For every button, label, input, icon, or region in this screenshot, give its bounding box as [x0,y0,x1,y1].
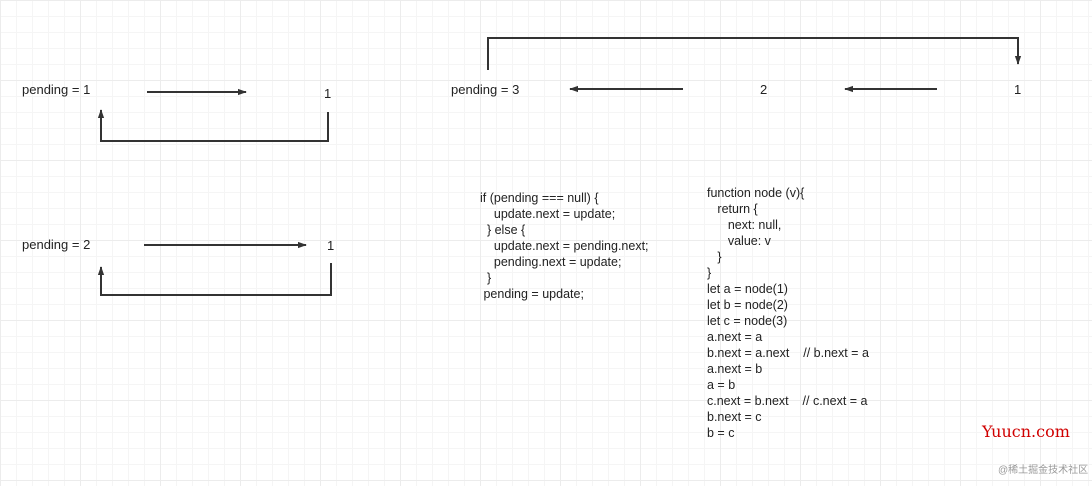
code-line: update.next = pending.next; [480,239,649,253]
code-line: function node (v){ [707,186,805,200]
code-line: value: v [707,234,771,248]
code-line: } [707,266,712,280]
code-line: pending = update; [480,287,584,301]
code-line: } else { [480,223,526,237]
pending-1-label: pending = 1 [22,82,91,97]
watermark-site: Yuucn.com [982,422,1070,441]
pending-2-label: pending = 2 [22,237,91,252]
code-line: c.next = b.next // c.next = a [707,394,868,408]
code-line: let c = node(3) [707,314,788,328]
code-line: b.next = c [707,410,762,424]
code-line: let a = node(1) [707,282,788,296]
top-loop-arrow [487,37,1022,70]
code-line: next: null, [707,218,782,232]
watermark-source: @稀土掘金技术社区 [998,465,1089,476]
code-line: a.next = b [707,362,763,376]
code-line: let b = node(2) [707,298,788,312]
node-1-label-2: 1 [327,238,335,253]
code-line: b.next = a.next // b.next = a [707,346,869,360]
code-line: a.next = a [707,330,763,344]
loop-arrow-2 [97,263,332,296]
pending-3-label: pending = 3 [451,82,520,97]
code-line: } [707,250,722,264]
loop-arrow-1 [97,109,329,142]
node-1-label: 1 [324,86,332,101]
node-1-label-3: 1 [1014,82,1022,97]
code-line: b = c [707,426,735,440]
code-line: pending.next = update; [480,255,622,269]
code-line: a = b [707,378,736,392]
code-line: } [480,271,492,285]
node-2-label: 2 [760,82,768,97]
code-block-node: function node (v){ return { next: null, … [707,185,869,441]
code-line: update.next = update; [480,207,616,221]
code-block-update: if (pending === null) { update.next = up… [480,190,649,302]
code-line: return { [707,202,758,216]
code-line: if (pending === null) { [480,191,599,205]
